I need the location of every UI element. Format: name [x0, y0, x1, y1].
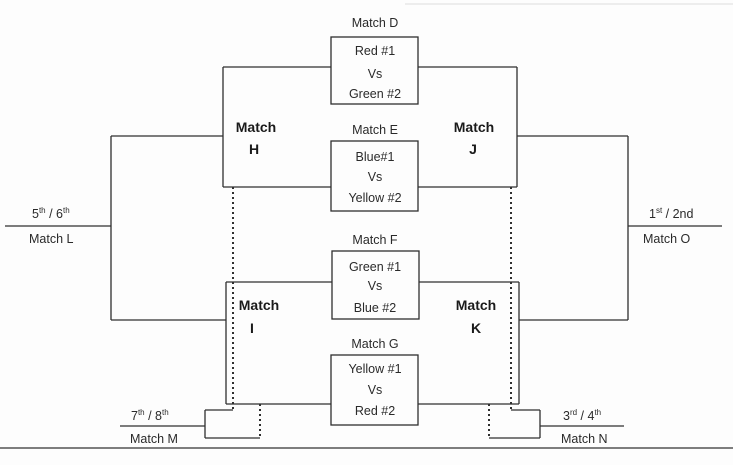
match-e-box	[330, 140, 419, 212]
match-n-label: Match N	[561, 432, 608, 446]
match-m-bracket	[120, 409, 260, 439]
match-f-team2: Blue #2	[353, 301, 397, 315]
match-j-letter: J	[469, 141, 477, 157]
match-d-box	[330, 36, 419, 105]
match-i-label: Match	[238, 297, 280, 313]
match-g-team1: Yellow #1	[348, 362, 402, 376]
dotted-loser-lines	[232, 187, 512, 438]
match-d-team2: Green #2	[348, 87, 402, 101]
match-e-team1: Blue#1	[355, 150, 395, 164]
match-l-placement: 5th / 6th	[32, 206, 70, 221]
match-h-label: Match	[235, 119, 277, 135]
match-i-letter: I	[250, 320, 254, 336]
match-o-placement: 1st / 2nd	[649, 206, 694, 221]
match-o-label: Match O	[643, 232, 691, 246]
match-g-vs: Vs	[367, 383, 383, 397]
match-f-title: Match F	[352, 233, 398, 247]
match-e-team2: Yellow #2	[348, 191, 402, 205]
match-n-placement: 3rd / 4th	[563, 408, 602, 423]
match-f-team1: Green #1	[348, 260, 402, 274]
match-l-label: Match L	[29, 232, 74, 246]
upper-junction-lines	[111, 66, 628, 188]
match-k-label: Match	[455, 297, 497, 313]
match-k-letter: K	[470, 320, 482, 336]
match-h-letter: H	[248, 141, 260, 157]
match-g-title: Match G	[351, 337, 399, 351]
match-e-title: Match E	[352, 123, 398, 137]
match-n-bracket	[489, 409, 624, 439]
match-j-label: Match	[453, 119, 495, 135]
match-m-label: Match M	[130, 432, 178, 446]
match-m-placement: 7th / 8th	[131, 408, 169, 423]
match-f-vs: Vs	[367, 279, 383, 293]
match-d-vs: Vs	[367, 67, 383, 81]
match-g-box	[330, 354, 419, 426]
match-e-vs: Vs	[367, 170, 383, 184]
match-d-team1: Red #1	[354, 44, 396, 58]
match-g-team2: Red #2	[354, 404, 396, 418]
match-f-box	[331, 250, 420, 320]
lower-junction-lines	[111, 281, 628, 405]
match-d-title: Match D	[351, 16, 399, 30]
